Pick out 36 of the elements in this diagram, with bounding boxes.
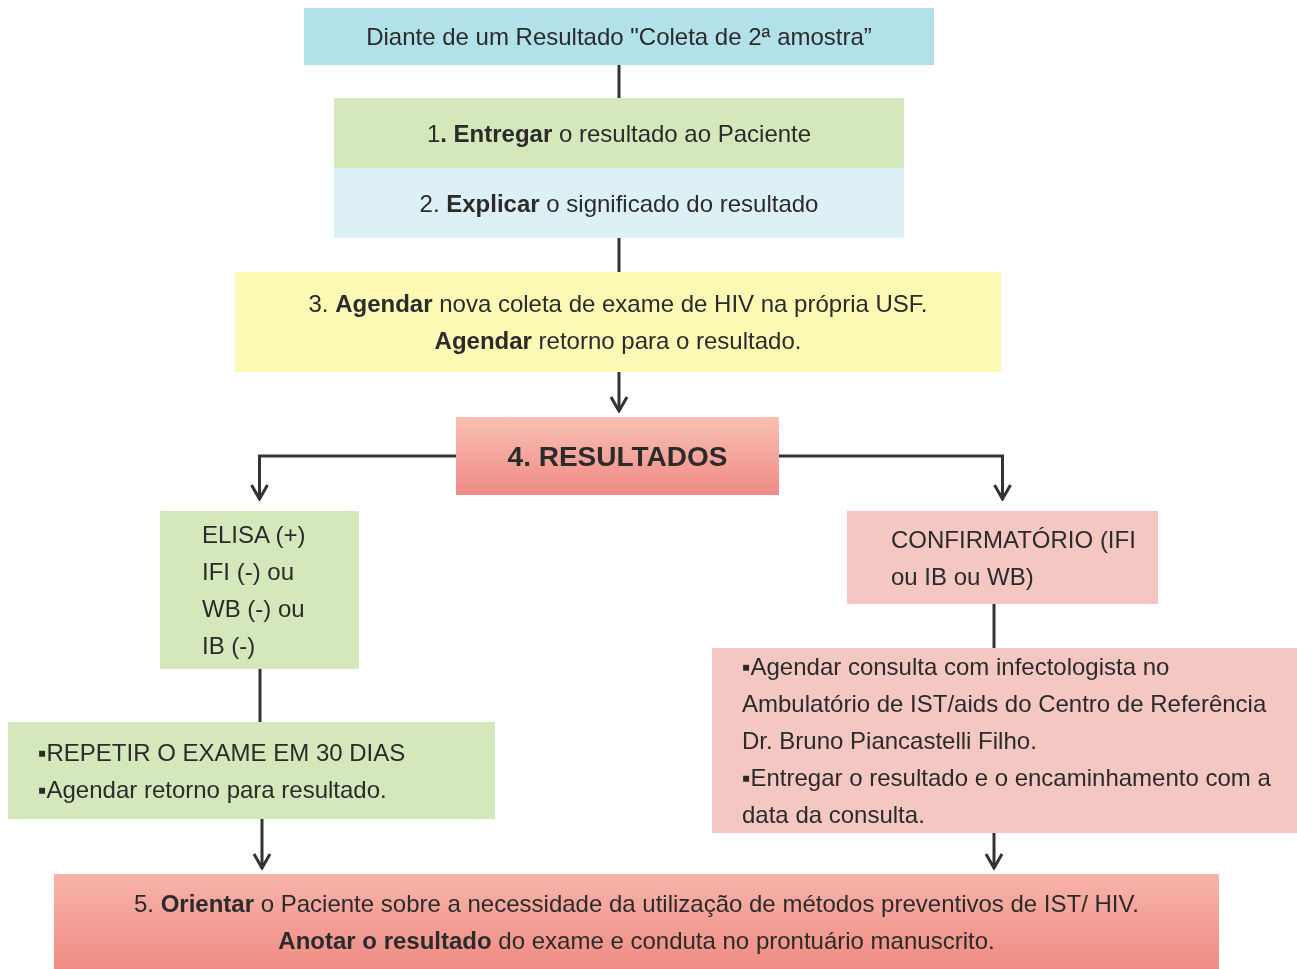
box-text: ▪REPETIR O EXAME EM 30 DIAS bbox=[38, 737, 406, 768]
box-text: ▪Agendar retorno para resultado. bbox=[38, 774, 387, 805]
arrow bbox=[250, 454, 456, 501]
arrow bbox=[779, 454, 1012, 501]
box-text: ▪Entregar o resultado e o encaminhamento com a data da consulta. bbox=[742, 763, 1272, 830]
step-box bbox=[334, 168, 904, 238]
box-text: Diante de um Resultado "Coleta de 2ª amostra” bbox=[366, 22, 872, 52]
connector-line bbox=[617, 65, 621, 98]
arrow bbox=[609, 372, 629, 413]
arrow bbox=[984, 833, 1004, 870]
results-box bbox=[456, 417, 779, 495]
box-text: Agendar retorno para o resultado. bbox=[434, 326, 802, 356]
box-text: 5. Orientar o Paciente sobre a necessidade da utilização de métodos preventivos de IST/ HIV. bbox=[133, 888, 1139, 919]
box-text: IFI (-) ou bbox=[202, 557, 294, 587]
box-text: 3. Agendar nova coleta de exame de HIV na própria USF. bbox=[308, 289, 928, 319]
result-box bbox=[160, 511, 359, 669]
action-box bbox=[8, 722, 495, 819]
box-text: ▪Agendar consulta com infectologista no Ambulatório de IST/aids do Centro de Referência Dr. Bruno Piancastelli Filho. bbox=[742, 652, 1268, 756]
start-box bbox=[304, 8, 934, 65]
arrow bbox=[252, 819, 272, 870]
action-box bbox=[712, 648, 1297, 833]
box-text: 1. Entregar o resultado ao Paciente bbox=[426, 118, 812, 149]
box-text: IB (-) bbox=[202, 631, 256, 661]
connector-line bbox=[992, 604, 996, 648]
result-box bbox=[847, 511, 1158, 604]
box-text: CONFIRMATÓRIO (IFI ou IB ou WB) bbox=[891, 524, 1137, 592]
box-text: Anotar o resultado do exame e conduta no prontuário manuscrito. bbox=[278, 925, 995, 956]
final-box bbox=[54, 874, 1219, 969]
box-text: WB (-) ou bbox=[202, 594, 305, 624]
box-text: 4. RESULTADOS bbox=[507, 439, 728, 474]
box-text: 2. Explicar o significado do resultado bbox=[419, 188, 819, 219]
step-box bbox=[235, 272, 1001, 372]
step-box bbox=[334, 98, 904, 168]
connector-line bbox=[617, 238, 621, 272]
connector-line bbox=[258, 669, 262, 722]
box-text: ELISA (+) bbox=[202, 520, 306, 550]
